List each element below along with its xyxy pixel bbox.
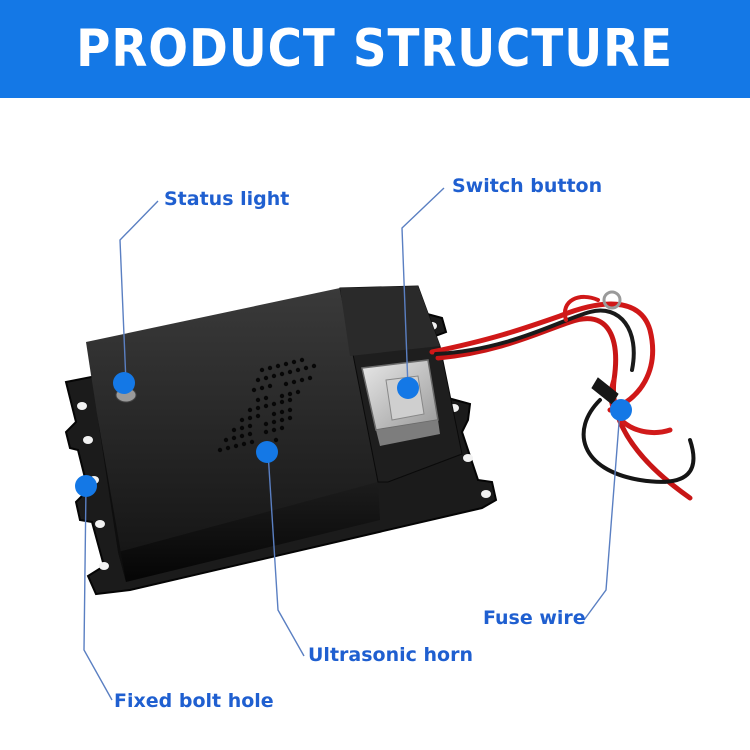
fixed-bolt-hole-marker [75,475,97,497]
fixed-bolt-hole-label: Fixed bolt hole [114,690,274,712]
switch-button-label: Switch button [452,175,603,197]
title-banner: PRODUCT STRUCTURE [0,0,750,98]
page-title: PRODUCT STRUCTURE [76,19,674,79]
fuse-wire-marker [610,399,632,421]
status-light-marker [113,372,135,394]
fuse-wire-label: Fuse wire [483,607,586,629]
fuse-wire-harness [429,290,696,501]
callout-lines [83,187,621,701]
switch-button-marker [397,377,419,399]
ultrasonic-horn-marker [256,441,278,463]
speaker-grille [217,357,317,453]
ultrasonic-horn-label: Ultrasonic horn [308,644,473,666]
status-light-label: Status light [164,188,290,210]
